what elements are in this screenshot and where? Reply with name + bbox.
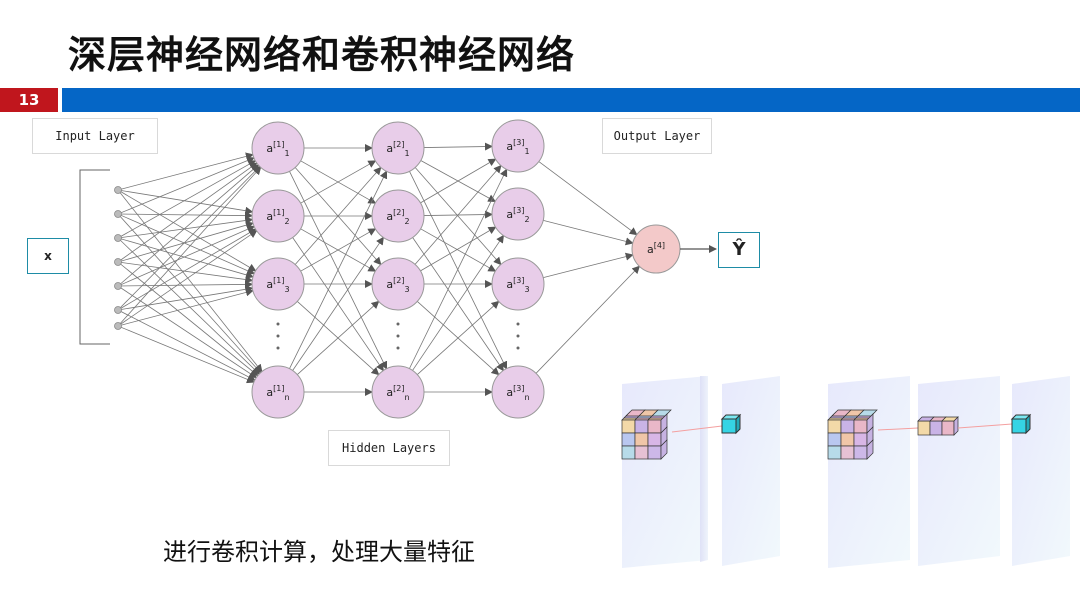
connection-line: [535, 265, 641, 374]
hidden-layers-label: Hidden Layers: [328, 430, 450, 466]
connection-line: [117, 189, 254, 215]
hidden-node-2-3: a[2]3: [371, 257, 425, 311]
hidden-node-3-n: a[3]n: [491, 365, 545, 419]
connection-line: [417, 300, 500, 375]
connection-line: [300, 160, 377, 204]
connection-line: [117, 166, 262, 327]
convolution-kernel-cube: [621, 409, 672, 460]
convolution-kernel-cube: [827, 409, 878, 460]
connection-line: [543, 220, 634, 246]
connection-line: [300, 228, 377, 272]
input-layer-label: Input Layer: [32, 118, 158, 154]
network-connections: [117, 142, 641, 396]
ellipsis-dots: [276, 322, 280, 350]
page-number: 13: [0, 88, 58, 112]
input-x-box: x: [27, 238, 69, 274]
hidden-layer-1: a[1]1 a[1]2 a[1]3 a[1]n: [251, 121, 305, 419]
connection-line: [414, 164, 502, 265]
ellipsis-dots: [516, 322, 520, 350]
ellipsis-dots: [396, 322, 400, 350]
connection-line: [117, 237, 254, 279]
connection-line: [117, 152, 254, 191]
connection-line: [117, 156, 255, 215]
connection-line: [117, 160, 257, 239]
connection-line: [117, 165, 261, 311]
connection-line: [117, 216, 254, 239]
connection-line: [409, 168, 508, 369]
connection-line: [117, 280, 254, 289]
connection-line: [117, 211, 254, 220]
hidden-node-2-2: a[2]2: [371, 189, 425, 243]
connection-line: [117, 285, 258, 379]
output-feature-cell: [1010, 413, 1032, 435]
connection-line: [117, 225, 256, 287]
hidden-node-1-3: a[1]3: [251, 257, 305, 311]
connection-line: [420, 226, 497, 272]
input-bracket: [79, 169, 110, 345]
hidden-node-3-3: a[3]3: [491, 257, 545, 311]
connection-line: [117, 261, 259, 377]
connection-line: [420, 158, 497, 204]
intermediate-feature-strip: [917, 416, 959, 436]
connection-line: [409, 171, 508, 370]
page-title: 深层神经网络和卷积神经网络: [68, 33, 576, 77]
hidden-node-1-2: a[1]2: [251, 189, 305, 243]
connection-line: [117, 261, 254, 284]
connection-line: [117, 228, 257, 311]
connection-line: [117, 288, 254, 327]
connection-line: [412, 234, 505, 371]
hidden-node-1-1: a[1]1: [251, 121, 305, 175]
connection-line: [117, 221, 254, 263]
input-node: [114, 210, 122, 218]
connection-line: [289, 170, 388, 369]
input-node: [114, 306, 122, 314]
connection-line: [117, 285, 254, 311]
hidden-node-3-2: a[3]2: [491, 187, 545, 241]
title-underline-bar: [62, 88, 1080, 112]
connection-line: [117, 213, 256, 275]
connection-line: [423, 142, 494, 151]
hidden-node-1-n: a[1]n: [251, 365, 305, 419]
input-nodes: [114, 186, 122, 330]
connection-line: [117, 189, 257, 272]
hidden-layer-2: a[2]1 a[2]2 a[2]3 a[2]n: [371, 121, 425, 419]
connection-line: [117, 230, 258, 327]
cnn-illustration-2: [827, 376, 1070, 568]
input-node: [114, 322, 122, 330]
connection-line: [414, 167, 502, 266]
connection-line: [420, 228, 497, 272]
hidden-node-2-n: a[2]n: [371, 365, 425, 419]
connection-line: [117, 162, 258, 263]
connection-line: [117, 213, 262, 374]
hidden-node-2-1: a[2]1: [371, 121, 425, 175]
connection-line: [117, 164, 260, 287]
cnn-illustration-1: [621, 376, 780, 568]
connection-line: [294, 166, 382, 265]
input-node: [114, 234, 122, 242]
hidden-node-3-1: a[3]1: [491, 119, 545, 173]
output-node: a[4]: [631, 224, 681, 274]
connection-line: [117, 325, 255, 384]
connection-line: [117, 237, 260, 375]
output-feature-cell: [720, 413, 742, 435]
input-node: [114, 258, 122, 266]
connection-line: [538, 161, 638, 236]
connection-line: [117, 309, 256, 381]
input-node: [114, 282, 122, 290]
input-node: [114, 186, 122, 194]
connection-line: [412, 237, 504, 372]
output-y-hat-box: Ŷ: [718, 232, 760, 268]
connection-line: [297, 300, 380, 375]
output-layer-label: Output Layer: [602, 118, 712, 154]
hidden-layer-3: a[3]1 a[3]2 a[3]3 a[3]n: [491, 119, 545, 419]
slide-caption: 进行卷积计算，处理大量特征: [163, 538, 475, 566]
connection-line: [292, 236, 384, 371]
connection-line: [543, 252, 634, 278]
connection-line: [117, 189, 263, 373]
